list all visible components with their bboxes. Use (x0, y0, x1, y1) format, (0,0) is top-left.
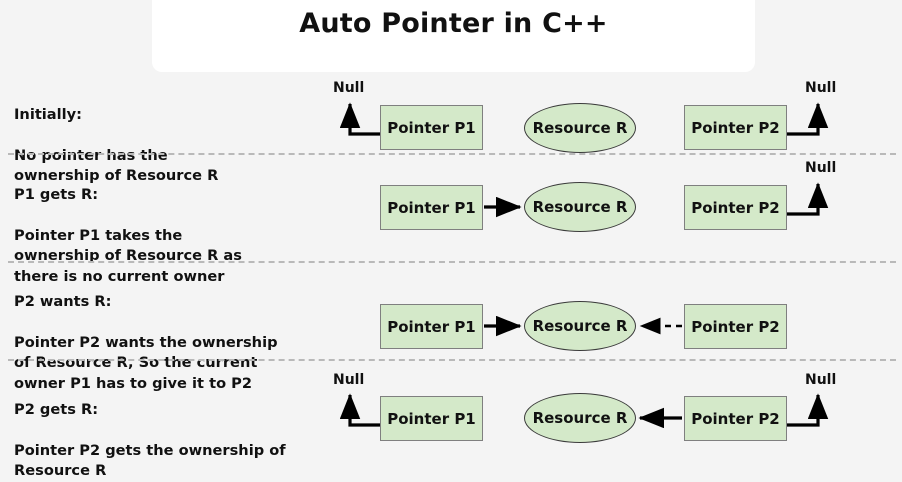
row-p2-wants-r-heading: P2 wants R: (14, 292, 112, 310)
pointer-p2-box-row2[interactable]: Pointer P2 (684, 185, 787, 230)
null-arrow-p2-row4 (787, 393, 829, 427)
row-p2-wants-r-text: P2 wants R: Pointer P2 wants the ownersh… (14, 271, 344, 394)
row-p1-gets-r-heading: P1 gets R: (14, 185, 99, 203)
page-title: Auto Pointer in C++ (299, 8, 608, 39)
row-initially-heading: Initially: (14, 105, 83, 123)
null-label-right-row2: Null (805, 160, 837, 176)
pointer-p2-box-row3[interactable]: Pointer P2 (684, 304, 787, 349)
null-label-right-row4: Null (805, 372, 837, 388)
row-p2-gets-r-heading: P2 gets R: (14, 400, 99, 418)
pointer-p2-box-row1[interactable]: Pointer P2 (684, 105, 787, 150)
row-initially-body: No pointer has the ownership of Resource… (14, 146, 219, 185)
pointer-p1-box-row1[interactable]: Pointer P1 (380, 105, 483, 150)
row-p2-gets-r-body: Pointer P2 gets the ownership of Resourc… (14, 441, 286, 480)
null-label-left-row1: Null (333, 80, 365, 96)
null-label-right-row1: Null (805, 80, 837, 96)
pointer-p1-box-row2[interactable]: Pointer P1 (380, 185, 483, 230)
row-initially-text: Initially: No pointer has the ownership … (14, 84, 344, 187)
resource-r-ellipse-row3[interactable]: Resource R (524, 301, 636, 351)
row-p1-gets-r-text: P1 gets R: Pointer P1 takes the ownershi… (14, 164, 344, 287)
null-arrow-p1-row4 (339, 393, 380, 427)
title-card: Auto Pointer in C++ (152, 0, 755, 72)
pointer-p1-box-row4[interactable]: Pointer P1 (380, 396, 483, 441)
pointer-p2-box-row4[interactable]: Pointer P2 (684, 396, 787, 441)
null-arrow-p2-row1 (787, 102, 829, 136)
resource-r-ellipse-row4[interactable]: Resource R (524, 393, 636, 443)
pointer-p1-box-row3[interactable]: Pointer P1 (380, 304, 483, 349)
null-arrow-p1-row1 (339, 102, 380, 136)
null-label-left-row4: Null (333, 372, 365, 388)
divider-2 (8, 261, 896, 263)
divider-1 (8, 153, 896, 155)
null-arrow-p2-row2 (787, 182, 829, 216)
resource-r-ellipse-row2[interactable]: Resource R (524, 182, 636, 232)
resource-r-ellipse-row1[interactable]: Resource R (524, 103, 636, 153)
row-p2-wants-r-body: Pointer P2 wants the ownership of Resour… (14, 333, 278, 392)
row-p1-gets-r-body: Pointer P1 takes the ownership of Resour… (14, 226, 242, 285)
divider-3 (8, 359, 896, 361)
row-p2-gets-r-text: P2 gets R: Pointer P2 gets the ownership… (14, 379, 344, 482)
